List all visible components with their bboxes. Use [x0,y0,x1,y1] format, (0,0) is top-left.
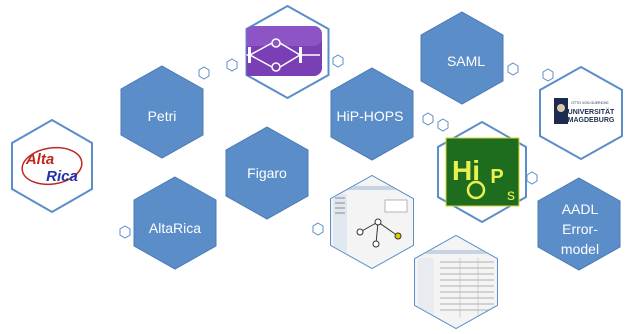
hexagon-saml[interactable]: SAML [420,11,504,105]
altarica-swoosh [21,146,83,186]
connector-dot [119,225,131,239]
hexagon-petri-net-image[interactable] [226,4,330,100]
tool-screenshot-1 [331,176,413,268]
hexagon-label: Figaro [247,165,287,181]
hexagon-screenshot-1[interactable] [330,174,414,270]
connector-dot [422,112,434,126]
hiphops-logo-text-3: s [507,187,515,204]
connector-dot [312,222,324,236]
connector-dot [226,58,238,72]
hexagon-altarica[interactable]: AltaRica [133,176,217,270]
hexagon-altarica-logo[interactable]: Alta Rica [11,118,93,214]
hexagon-label: Petri [148,108,177,124]
hexagon-figaro[interactable]: Figaro [225,126,309,220]
connector-dot [198,66,210,80]
altarica-logo-text-1: Alta [25,151,54,168]
hiphops-logo-o [466,180,486,200]
university-logo-text-1: OTTO VON GUERICKE [571,101,609,105]
connector-dot [507,62,519,76]
hexagon-label-line-1: AADL [562,201,599,217]
hexagon-aadl[interactable]: AADL Error- model [537,177,621,271]
hexagon-label-line-3: model [561,241,599,257]
hexagon-screenshot-2[interactable] [414,234,498,330]
hexagon-label-line-2: Error- [562,221,598,237]
connector-dots [119,54,554,239]
connector-dot [542,68,554,82]
hexagon-university-logo[interactable]: OTTO VON GUERICKE UNIVERSITÄT MAGDEBURG [539,65,623,161]
hexagon-hiphops[interactable]: HiP-HOPS [330,67,414,161]
hexagon-label: HiP-HOPS [337,108,404,124]
connector-dot [437,118,449,132]
university-logo-text-2: UNIVERSITÄT [568,108,615,116]
connector-dot [332,54,344,68]
hexagon-label: SAML [447,53,485,69]
connector-dot [526,171,538,185]
tool-screenshot-2 [415,236,497,328]
hexagon-petri[interactable]: Petri [120,65,204,159]
hexagon-hiphops-logo[interactable]: Hi P s [437,120,527,224]
university-logo-text-3: MAGDEBURG [568,117,615,124]
petri-net-picture [246,26,322,76]
hiphops-logo-text-2: P [490,166,503,188]
altarica-logo-text-2: Rica [46,168,78,185]
hexagon-label: AltaRica [149,220,201,236]
